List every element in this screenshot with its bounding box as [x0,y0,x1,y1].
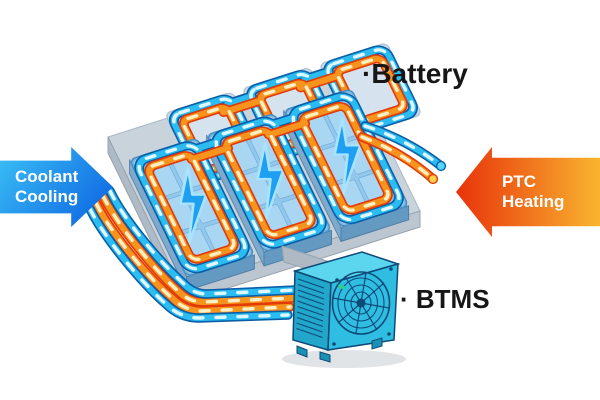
front-battery-modules [130,89,408,276]
btms-label: · BTMS [400,284,490,314]
heating-inlet-stubs [362,126,447,185]
battery-label: ·Battery [362,58,468,89]
coolant-cooling-arrow-text: Coolant Cooling [15,166,79,206]
ptc-heating-arrow: PTC Heating [456,147,600,237]
front-module-sides [129,110,410,292]
vent-grille [296,278,325,339]
ptc-heating-arrow-text: PTC Heating [502,171,565,211]
btms-unit [281,245,406,368]
fan-icon [331,267,393,346]
